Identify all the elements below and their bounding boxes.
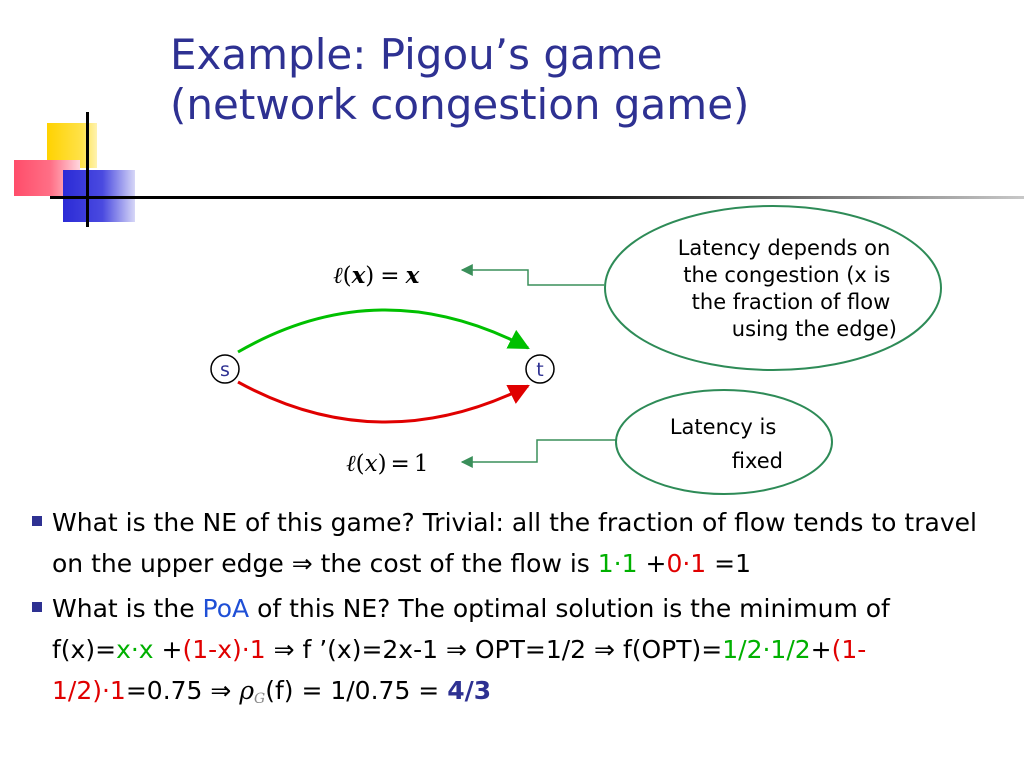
title-line-2: (network congestion game) (170, 80, 750, 129)
lower-edge-red (237, 380, 530, 424)
upper-callout: Latency depends on the congestion (x is … (604, 205, 942, 371)
upper-callout-connector (460, 264, 604, 286)
bullet-ne: What is the NE of this game? Trivial: al… (32, 502, 977, 584)
bullet-poa: What is the PoA of this NE? The optimal … (32, 588, 977, 720)
network-diagram: s t ℓ(x)=x ℓ(x)=1 Latency depends on the… (210, 205, 942, 495)
lower-callout-connector (460, 439, 618, 468)
bullet-list: What is the NE of this game? Trivial: al… (32, 502, 977, 724)
title-line-1: Example: Pigou’s game (170, 30, 663, 79)
title-underline (50, 196, 1024, 199)
lower-callout-text: Latency is fixed (670, 415, 783, 473)
node-s: s (210, 354, 240, 384)
poa-answer: 4/3 (447, 676, 492, 705)
slide-title: Example: Pigou’s game (network congestio… (170, 30, 749, 130)
lower-callout: Latency is fixed (615, 389, 833, 495)
upper-latency-formula: ℓ(x)=x (333, 262, 420, 289)
upper-edge-green (237, 308, 530, 354)
rho-symbol: ρ (239, 676, 255, 705)
decor-vertical-line (86, 112, 89, 227)
bullet-square-icon (32, 602, 42, 612)
node-s-label: s (220, 359, 230, 381)
upper-callout-text: Latency depends on the congestion (x is … (678, 236, 897, 341)
bullet-square-icon (32, 516, 42, 526)
implies-symbol: ⇒ (291, 549, 313, 578)
lower-latency-formula: ℓ(x)=1 (346, 451, 428, 477)
node-t: t (525, 354, 555, 384)
node-t-label: t (536, 359, 543, 381)
